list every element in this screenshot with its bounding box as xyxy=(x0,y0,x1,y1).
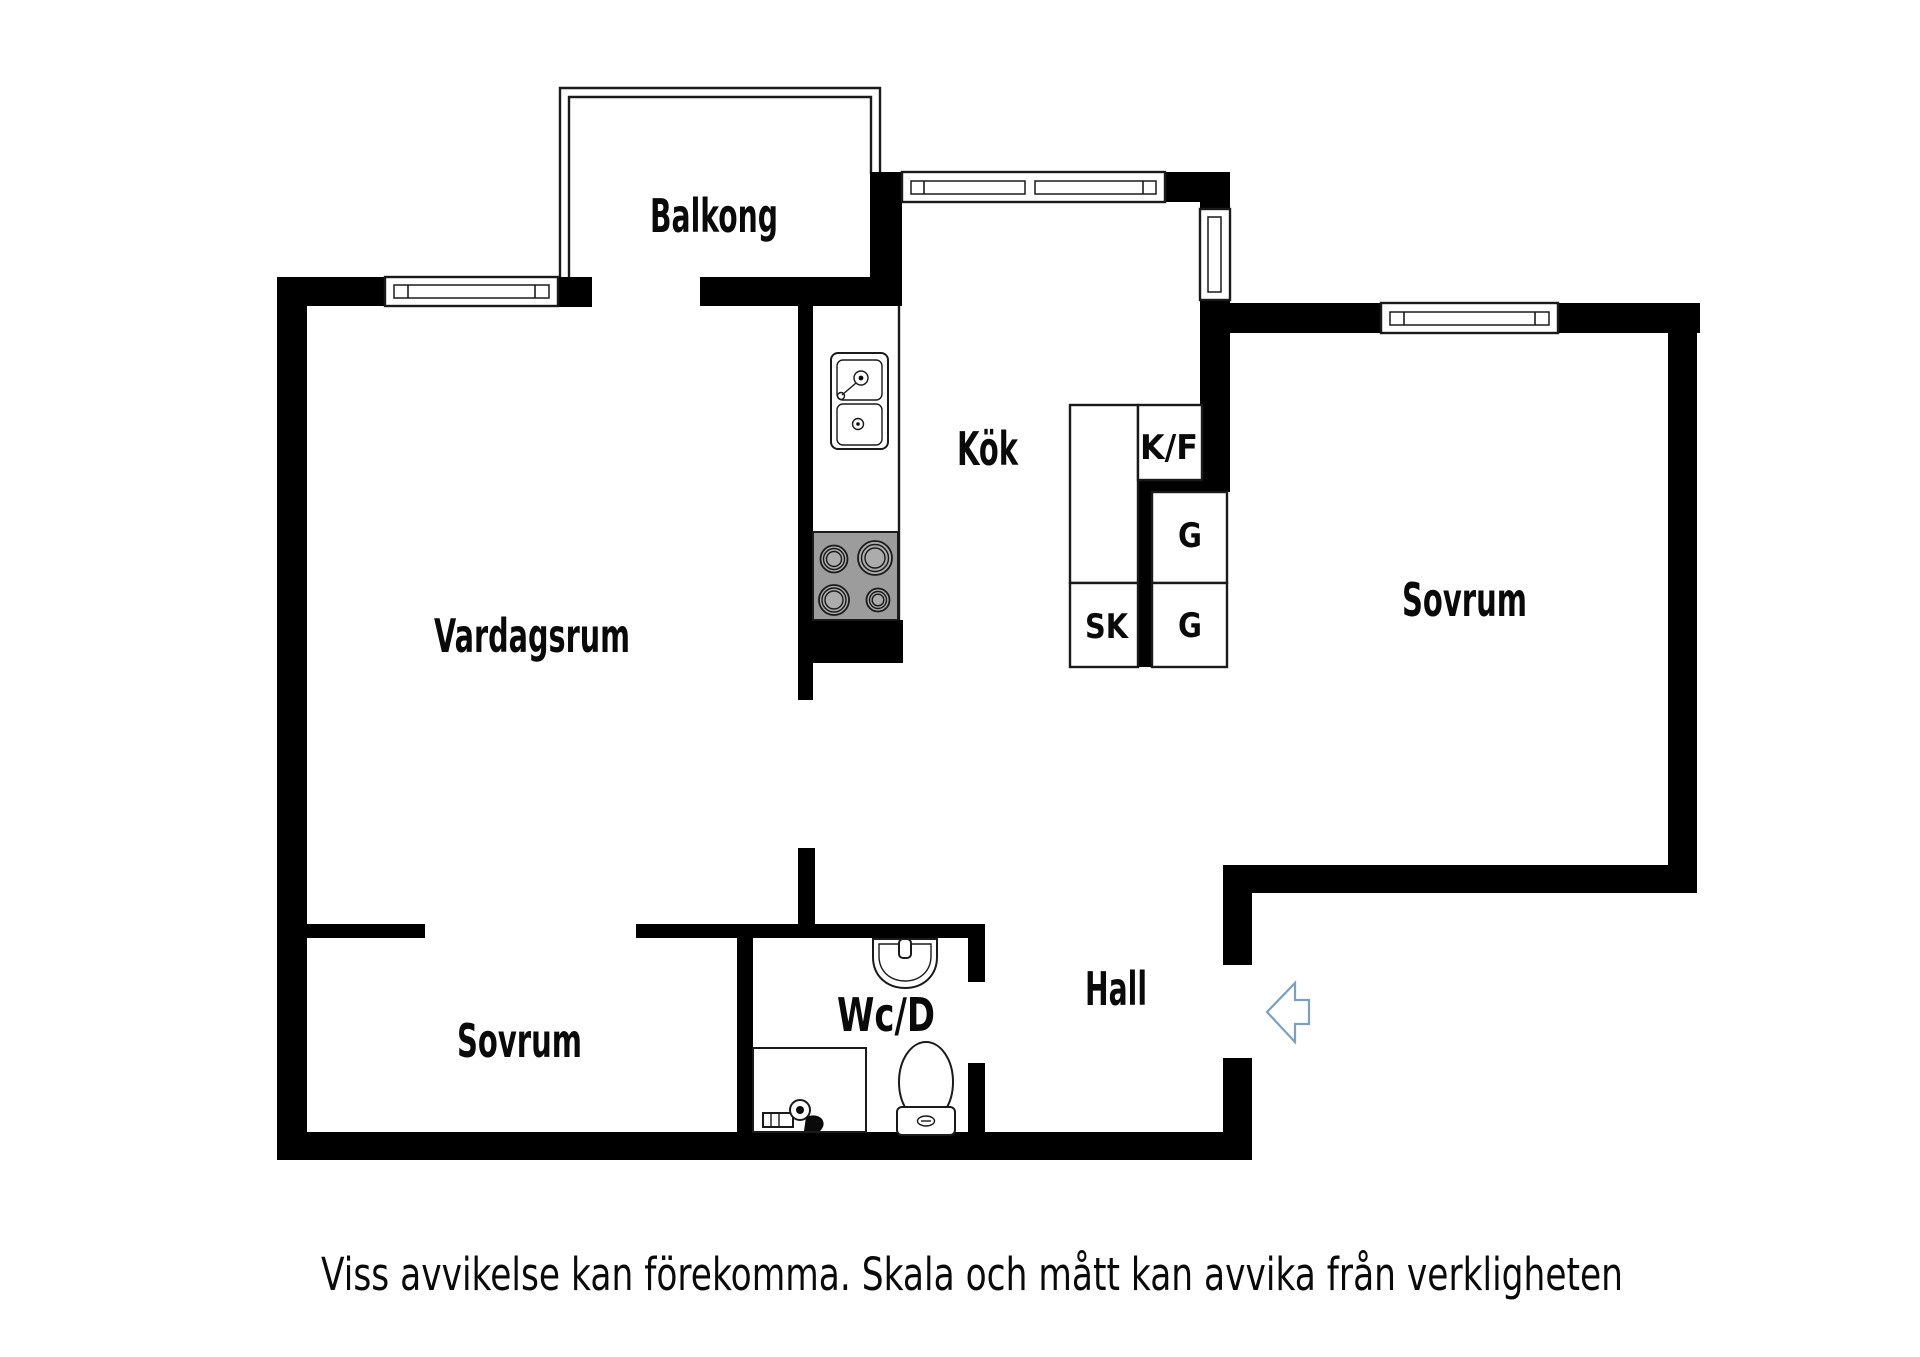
wall-balcony-kitchen-column xyxy=(870,172,902,306)
wall-entry-upper xyxy=(1223,865,1252,965)
bathroom-fixtures xyxy=(752,938,956,1136)
cabinet-box-g-lower xyxy=(1150,581,1229,669)
room-label-kok: Kök xyxy=(957,422,1019,476)
stove-icon xyxy=(812,531,899,621)
wall-wcd-stub-up xyxy=(798,848,815,928)
washing-machine-icon xyxy=(752,1047,867,1133)
room-label-wcd: Wc/D xyxy=(837,988,935,1042)
room-label-sovrum-right: Sovrum xyxy=(1402,573,1527,627)
wall-balcony-left-post xyxy=(558,277,592,307)
window-icon xyxy=(1379,301,1560,335)
window-icon xyxy=(1198,207,1232,302)
burner-icon xyxy=(865,587,891,613)
window-icon xyxy=(900,170,1167,204)
room-label-balkong: Balkong xyxy=(650,189,778,243)
room-labels: Balkong Kök Sovrum Vardagsrum Sovrum Wc/… xyxy=(434,189,1527,1068)
toilet-icon xyxy=(896,1041,956,1136)
balcony-outline xyxy=(558,86,882,277)
kitchen-fixtures xyxy=(812,306,901,621)
wall-kitchen-stub xyxy=(813,620,903,663)
cabinet-box-kf xyxy=(1136,403,1204,482)
washbasin-icon xyxy=(872,938,938,990)
wall-wcd-top xyxy=(753,924,985,938)
balcony-inner-line xyxy=(567,95,873,277)
kitchen-sink-icon xyxy=(830,352,889,450)
wall-kitchen-divider xyxy=(798,306,813,700)
cabinet-label-kf: K/F xyxy=(1140,428,1198,468)
wall-bedroom-bottom xyxy=(1223,865,1697,893)
cabinet-label-g-upper: G xyxy=(1178,516,1202,556)
burner-icon xyxy=(857,540,893,576)
wall-wcd-right-lower xyxy=(968,1063,985,1132)
room-label-sovrum-left: Sovrum xyxy=(457,1014,582,1068)
walls xyxy=(277,172,1700,1160)
wall-cabinet-vertical xyxy=(1136,492,1152,667)
cabinet-box-sk xyxy=(1068,581,1140,669)
cabinets: K/F G G SK xyxy=(1068,403,1229,669)
cabinet-label-sk: SK xyxy=(1085,607,1129,647)
room-label-vardagsrum: Vardagsrum xyxy=(434,609,630,663)
wall-wcd-right-upper xyxy=(968,924,985,982)
room-label-hall: Hall xyxy=(1085,962,1147,1016)
cabinet-box xyxy=(1068,403,1140,585)
wall-top-left xyxy=(307,277,385,306)
burner-icon xyxy=(818,584,850,616)
balcony-outer-line xyxy=(558,86,882,277)
wall-wcd-left xyxy=(737,937,753,1132)
entry-arrow-icon xyxy=(1265,980,1311,1045)
wall-right xyxy=(1668,303,1697,893)
wall-kitchen-right-upper xyxy=(1200,172,1230,209)
windows xyxy=(383,170,1560,335)
window-icon xyxy=(383,275,560,308)
wall-bottom xyxy=(277,1132,1252,1160)
wall-interior-left xyxy=(307,924,425,938)
disclaimer-caption: Viss avvikelse kan förekomma. Skala och … xyxy=(321,1248,1623,1301)
wall-under-balcony xyxy=(700,277,900,306)
wall-bedroom-top-a xyxy=(1230,303,1381,333)
wall-cabinet-horizontal xyxy=(1138,480,1230,492)
cabinet-box-g-upper xyxy=(1150,490,1229,585)
wall-interior-mid xyxy=(636,924,753,938)
cabinet-label-g-lower: G xyxy=(1178,606,1202,646)
burner-icon xyxy=(819,544,849,574)
wall-kitchen-right-lower xyxy=(1200,298,1230,480)
wall-left xyxy=(277,277,307,1160)
